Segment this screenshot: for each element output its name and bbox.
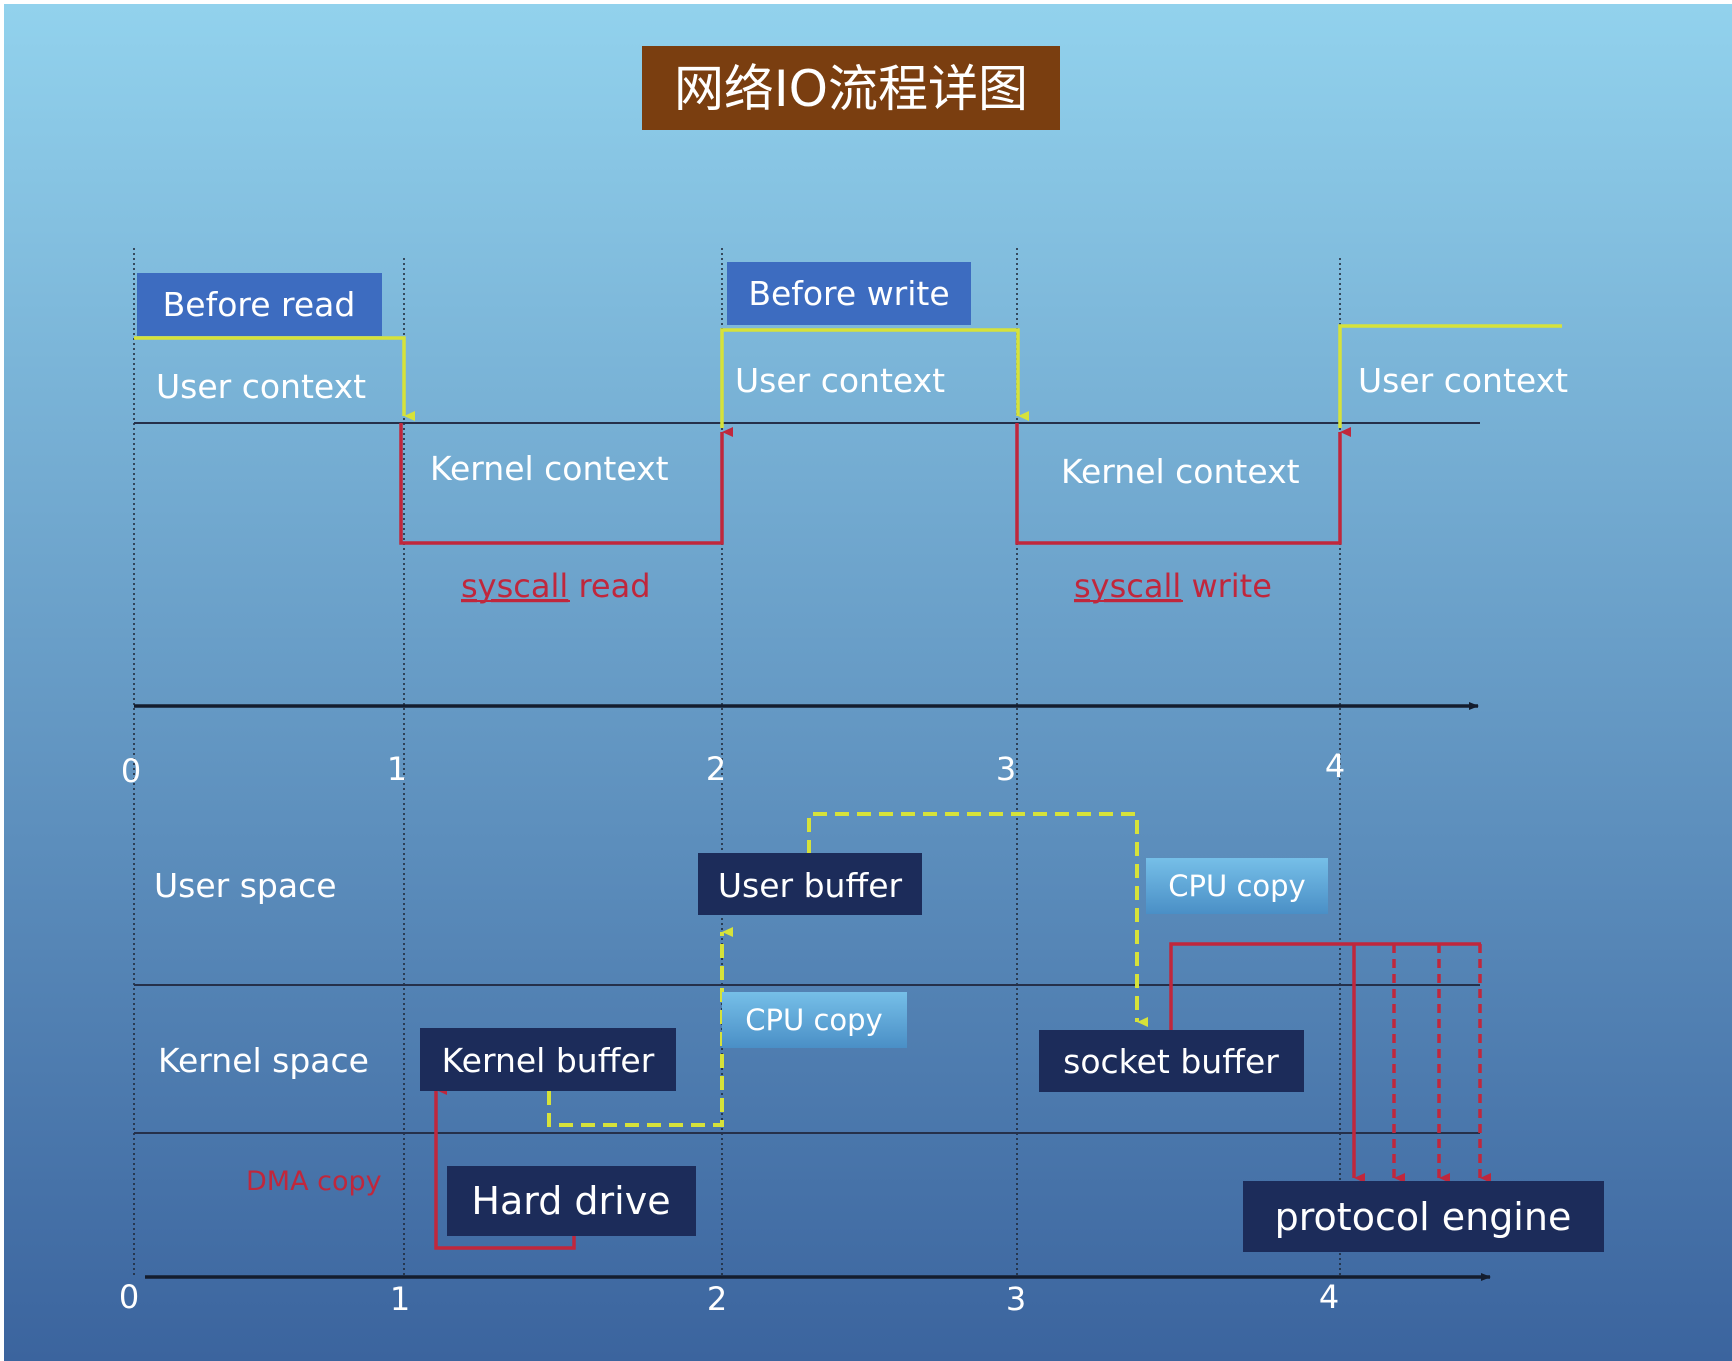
- user-context-line-1: [134, 336, 415, 421]
- before-write-label: Before write: [727, 262, 971, 325]
- syscall-read-prefix: syscall: [461, 567, 568, 605]
- tick-label-lower-2: 2: [707, 1280, 727, 1318]
- cpu-copy-paths: [547, 812, 1148, 1127]
- tick-label-upper-3: 3: [996, 750, 1016, 788]
- user-context-line-3: [1338, 324, 1562, 428]
- kernel-space-label: Kernel space: [158, 1041, 369, 1080]
- tick-label-lower-1: 1: [390, 1280, 410, 1318]
- svg-text:CPU copy: CPU copy: [745, 1003, 882, 1037]
- dma-copy-label: DMA copy: [246, 1166, 382, 1197]
- page-title: 网络IO流程详图: [674, 60, 1028, 118]
- svg-text:CPU copy: CPU copy: [1168, 869, 1305, 903]
- background: [4, 4, 1732, 1361]
- svg-text:socket buffer: socket buffer: [1063, 1042, 1279, 1081]
- tick-labels-lower: 0 1 2 3 4: [119, 1278, 1339, 1318]
- socket-buffer-box: socket buffer: [1039, 1030, 1304, 1092]
- tick-label-upper-4: 4: [1325, 747, 1345, 785]
- kernel-context-lines: [399, 423, 1351, 545]
- user-context-line-2: [720, 328, 1029, 428]
- cpu-copy-path-user-to-socket: [807, 812, 1148, 1027]
- svg-text:Before read: Before read: [163, 285, 356, 324]
- separators: [134, 422, 1480, 1134]
- cpu-copy-label-1: CPU copy: [722, 992, 907, 1048]
- tick-label-upper-0: 0: [121, 752, 141, 790]
- tick-label-lower-3: 3: [1006, 1280, 1026, 1318]
- protocol-engine-box: protocol engine: [1243, 1181, 1604, 1252]
- syscall-read-label: syscall read: [461, 567, 651, 605]
- svg-text:User buffer: User buffer: [718, 866, 903, 905]
- kernel-context-line-write: [1015, 423, 1351, 545]
- svg-text:Hard drive: Hard drive: [471, 1179, 670, 1223]
- before-read-label: Before read: [137, 273, 382, 336]
- kernel-context-label-1: Kernel context: [430, 449, 669, 488]
- svg-text:protocol engine: protocol engine: [1275, 1195, 1572, 1239]
- dma-trunk: [1169, 942, 1481, 1030]
- svg-text:Kernel buffer: Kernel buffer: [442, 1041, 655, 1080]
- tick-label-lower-4: 4: [1319, 1278, 1339, 1316]
- space-labels: User space Kernel space: [154, 866, 369, 1080]
- syscall-write-prefix: syscall: [1074, 567, 1181, 605]
- kernel-buffer-box: Kernel buffer: [420, 1028, 676, 1091]
- dma-copy-path-read: [434, 1085, 576, 1250]
- user-context-lines: [134, 324, 1562, 428]
- cpu-copy-path-kernel-to-user: [547, 927, 733, 1127]
- tick-label-upper-1: 1: [387, 750, 407, 788]
- syscall-labels: syscall read syscall write: [461, 567, 1272, 605]
- tick-label-upper-2: 2: [706, 750, 726, 788]
- dma-drops-dashed: [1392, 944, 1491, 1183]
- context-labels: User context User context User context K…: [156, 361, 1568, 491]
- tick-labels-upper: 0 1 2 3 4: [121, 747, 1345, 790]
- user-context-label-2: User context: [735, 361, 945, 400]
- user-buffer-box: User buffer: [698, 853, 922, 915]
- dma-copy-path-write: [1169, 942, 1481, 1183]
- tick-label-lower-0: 0: [119, 1278, 139, 1316]
- cpu-copy-label-2: CPU copy: [1146, 858, 1328, 914]
- syscall-write-suffix: write: [1181, 567, 1272, 605]
- user-space-label: User space: [154, 866, 337, 905]
- syscall-read-suffix: read: [568, 567, 650, 605]
- svg-text:Before write: Before write: [748, 274, 949, 313]
- title-box: 网络IO流程详图: [642, 46, 1060, 130]
- user-context-label-3: User context: [1358, 361, 1568, 400]
- kernel-context-line-read: [399, 423, 733, 545]
- hard-drive-box: Hard drive: [447, 1166, 696, 1236]
- syscall-write-label: syscall write: [1074, 567, 1272, 605]
- user-context-label-1: User context: [156, 367, 366, 406]
- kernel-context-label-2: Kernel context: [1061, 452, 1300, 491]
